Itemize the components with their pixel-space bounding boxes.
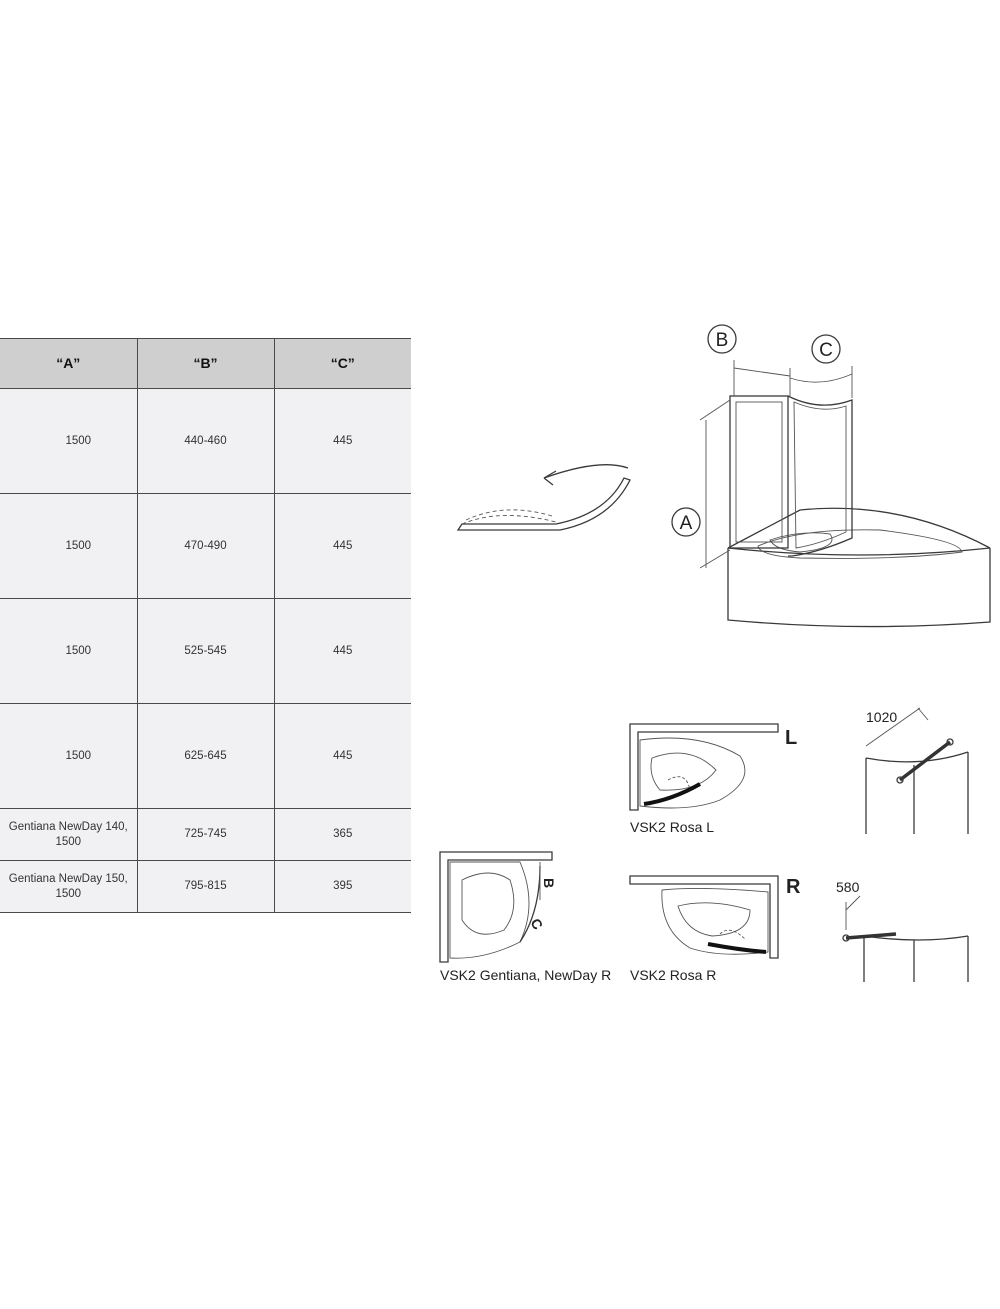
table-row: 1500 525-545 445: [0, 598, 411, 704]
bath-screen-drawing: A B C: [671, 324, 991, 628]
cell-b: 795-815: [136, 860, 275, 913]
caption-rosa-l: VSK2 Rosa L: [630, 819, 714, 835]
dim-580: 580: [836, 879, 860, 895]
dim-label-a: A: [680, 513, 693, 534]
cell-a: 1500: [0, 388, 138, 494]
table-row: Gentiana NewDay 140, 1500 725-745 365: [0, 808, 411, 861]
cell-c: 445: [273, 703, 411, 809]
curved-panel-drawing: [456, 464, 631, 531]
gentiana-plan: B C VSK2 Gentiana, NewDay R: [439, 851, 611, 983]
dim-c-gentiana: C: [527, 916, 546, 933]
cell-c: 365: [273, 808, 411, 861]
cell-a: 1500: [0, 598, 138, 704]
rosa-l-plan: L VSK2 Rosa L: [629, 723, 797, 835]
cell-b: 525-545: [136, 598, 275, 704]
rosa-r-plan: R VSK2 Rosa R: [629, 875, 801, 983]
cell-a: 1500: [0, 703, 138, 809]
header-c: “C”: [273, 338, 411, 389]
support-bar-1020-drawing: 1020: [865, 707, 969, 834]
support-bar-580-drawing: 580: [836, 879, 969, 982]
cell-a: Gentiana NewDay 150, 1500: [0, 860, 138, 913]
dimension-table: “A” “B” “C” 1500 440-460 445 1500 470-49…: [0, 338, 411, 913]
dim-1020: 1020: [866, 709, 897, 725]
letter-r: R: [786, 876, 801, 898]
cell-c: 445: [273, 598, 411, 704]
caption-rosa-r: VSK2 Rosa R: [630, 967, 716, 983]
dim-label-b: B: [716, 330, 729, 351]
dim-b-gentiana: B: [541, 878, 557, 888]
cell-c: 395: [273, 860, 411, 913]
cell-c: 445: [273, 493, 411, 599]
cell-b: 625-645: [136, 703, 275, 809]
dim-label-c: C: [819, 340, 833, 361]
cell-b: 725-745: [136, 808, 275, 861]
cell-b: 470-490: [136, 493, 275, 599]
caption-gentiana: VSK2 Gentiana, NewDay R: [440, 967, 611, 983]
cell-a: Gentiana NewDay 140, 1500: [0, 808, 138, 861]
letter-l: L: [785, 727, 797, 749]
header-a: “A”: [0, 338, 138, 389]
cell-a: 1500: [0, 493, 138, 599]
table-row: 1500 625-645 445: [0, 703, 411, 809]
cell-c: 445: [273, 388, 411, 494]
table-row: Gentiana NewDay 150, 1500 795-815 395: [0, 860, 411, 913]
table-row: 1500 470-490 445: [0, 493, 411, 599]
